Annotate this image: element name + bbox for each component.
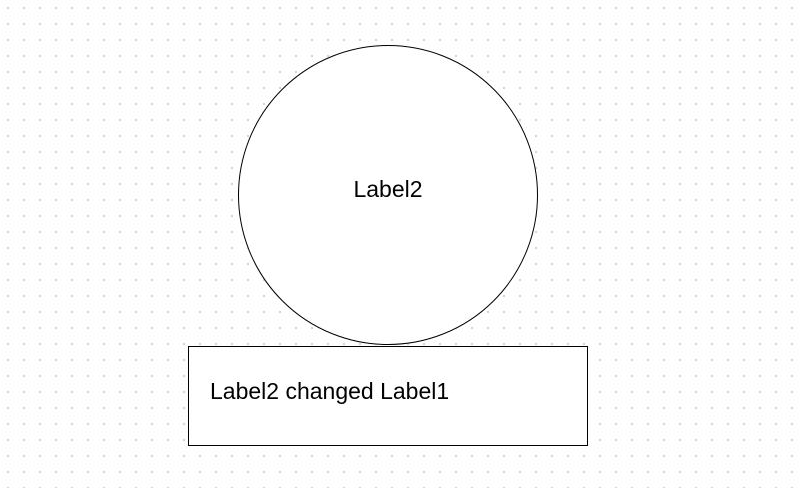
rectangle-node-label: Label2 changed Label1 [210, 378, 450, 404]
circle-node[interactable]: Label2 [238, 45, 538, 345]
rectangle-node[interactable]: Label2 changed Label1 [188, 346, 588, 446]
circle-node-label: Label2 [353, 176, 423, 202]
